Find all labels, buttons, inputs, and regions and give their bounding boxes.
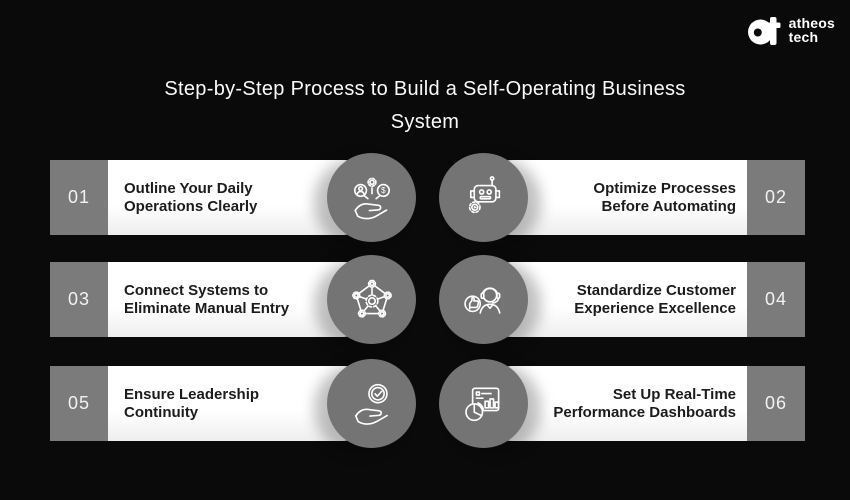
connected-gears-network-icon	[351, 279, 392, 318]
step-title-line2: Eliminate Manual Entry	[124, 299, 290, 317]
step-title-line2: Performance Dashboards	[553, 403, 736, 421]
customer-support-thumbs-up-icon	[463, 286, 501, 314]
svg-text:$: $	[381, 186, 386, 195]
step-title-line1: Standardize Customer	[576, 281, 736, 299]
step-icon-circle	[327, 255, 416, 344]
step-title-line2: Continuity	[124, 403, 199, 421]
step-title-line1: Optimize Processes	[593, 179, 736, 197]
brand-logo: atheos tech	[747, 13, 835, 47]
step-title-line1: Ensure Leadership	[124, 385, 260, 403]
page-title-line1: Step-by-Step Process to Build a Self-Ope…	[164, 78, 686, 100]
step-title-line2: Operations Clearly	[124, 197, 258, 215]
step-icon-circle	[327, 359, 416, 448]
step-title: Standardize Customer Experience Excellen…	[574, 282, 736, 318]
dashboard-charts-icon	[464, 386, 499, 421]
page-title-line2: System	[390, 111, 460, 133]
step-number-badge: 03	[50, 262, 108, 337]
step-title-line2: Experience Excellence	[574, 299, 736, 317]
step-number-badge: 02	[747, 160, 805, 235]
step-title-line1: Outline Your Daily	[124, 179, 253, 197]
robot-automation-icon	[468, 175, 500, 213]
step-title: Optimize Processes Before Automating	[593, 180, 736, 216]
step-number-badge: 06	[747, 366, 805, 441]
step-title: Ensure Leadership Continuity	[124, 386, 259, 422]
brand-name: atheos tech	[789, 16, 835, 44]
step-title-line1: Set Up Real-Time	[612, 385, 736, 403]
step-number-badge: 05	[50, 366, 108, 441]
step-number-badge: 01	[50, 160, 108, 235]
step-card-02: Optimize Processes Before Automating 02	[439, 153, 805, 242]
hand-check-icon	[354, 383, 388, 425]
step-icon-circle: $	[327, 153, 416, 242]
step-icon-circle	[439, 153, 528, 242]
step-card-04: Standardize Customer Experience Excellen…	[439, 255, 805, 344]
step-title: Set Up Real-Time Performance Dashboards	[553, 386, 736, 422]
step-card-06: Set Up Real-Time Performance Dashboards …	[439, 359, 805, 448]
page-title: Step-by-Step Process to Build a Self-Ope…	[0, 73, 850, 139]
hand-resources-icon: $	[353, 177, 390, 219]
step-title-line2: Before Automating	[601, 197, 736, 215]
step-title: Connect Systems to Eliminate Manual Entr…	[124, 282, 289, 318]
step-card-03: 03 Connect Systems to Eliminate Manual E…	[50, 255, 416, 344]
step-title: Outline Your Daily Operations Clearly	[124, 180, 257, 216]
brand-name-line1: atheos	[788, 15, 835, 31]
at-monogram-icon	[747, 17, 781, 45]
step-card-05: 05 Ensure Leadership Continuity	[50, 359, 416, 448]
step-icon-circle	[439, 359, 528, 448]
brand-name-line2: tech	[788, 29, 819, 45]
step-card-01: 01 Outline Your Daily Operations Clearly	[50, 153, 416, 242]
step-number-badge: 04	[747, 262, 805, 337]
step-icon-circle	[439, 255, 528, 344]
step-title-line1: Connect Systems to	[124, 281, 269, 299]
